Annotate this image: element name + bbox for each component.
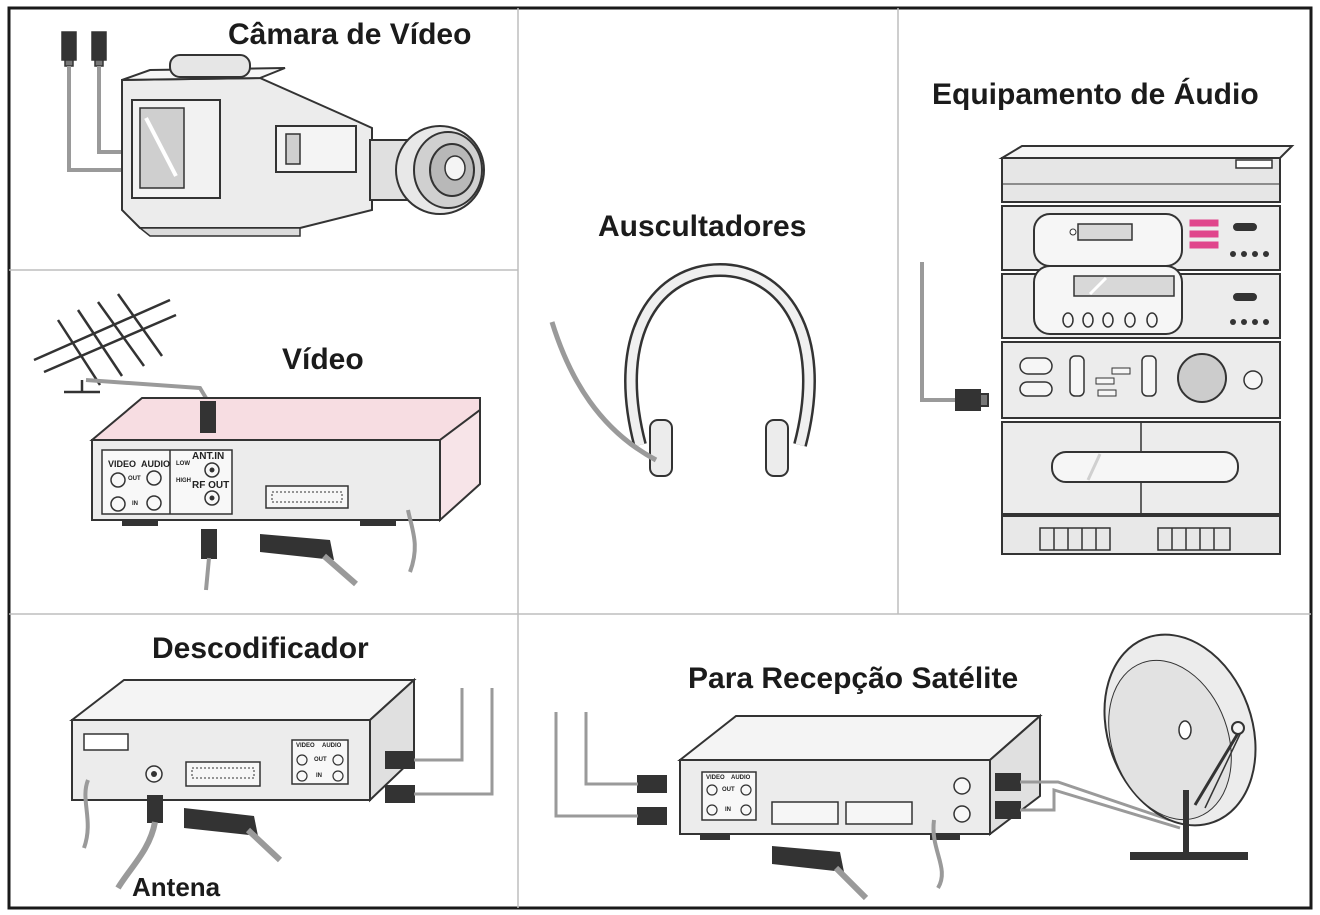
vcr-illustration — [33, 293, 481, 591]
headphones-title: Auscultadores — [598, 210, 807, 243]
camcorder-cables — [67, 66, 122, 172]
decoder-video-label: VIDEO — [296, 743, 315, 749]
antenna-label: Antena — [132, 872, 221, 902]
antenna-icon — [33, 293, 177, 394]
audio-system-illustration — [920, 145, 1295, 555]
decoder-in-label: IN — [316, 773, 322, 779]
vcr-rf-out-label: RF OUT — [192, 480, 230, 491]
satellite-receiver-illustration — [554, 633, 1257, 901]
decoder-illustration — [69, 677, 494, 890]
vcr-title: Vídeo — [282, 343, 364, 376]
camcorder-title: Câmara de Vídeo — [228, 18, 472, 51]
camcorder-illustration — [61, 31, 485, 237]
audio-title: Equipamento de Áudio — [932, 78, 1259, 111]
panel-dividers — [9, 8, 1311, 908]
outer-border — [7, 6, 1313, 910]
vcr-ant-in-label: ANT.IN — [192, 451, 225, 462]
headphones-cable — [549, 321, 658, 463]
satellite-dish-icon — [1103, 633, 1257, 860]
satellite-out-label: OUT — [722, 787, 735, 793]
vcr-audio-label: AUDIO — [141, 459, 170, 469]
vcr-high-label: HIGH — [176, 478, 191, 484]
vcr-video-label: VIDEO — [108, 459, 137, 469]
audio-cable — [920, 262, 958, 402]
decoder-out-label: OUT — [314, 757, 327, 763]
satellite-video-label: VIDEO — [706, 775, 725, 781]
decoder-audio-label: AUDIO — [322, 743, 342, 749]
decoder-title: Descodificador — [152, 632, 369, 665]
camcorder-connectors — [61, 31, 107, 67]
vcr-in-label: IN — [132, 501, 138, 507]
headphones-illustration — [549, 262, 816, 477]
satellite-in-label: IN — [725, 807, 731, 813]
vcr-out-label: OUT — [128, 476, 141, 482]
vcr-low-label: LOW — [176, 461, 190, 467]
satellite-title: Para Recepção Satélite — [688, 662, 1019, 695]
satellite-audio-label: AUDIO — [731, 775, 751, 781]
